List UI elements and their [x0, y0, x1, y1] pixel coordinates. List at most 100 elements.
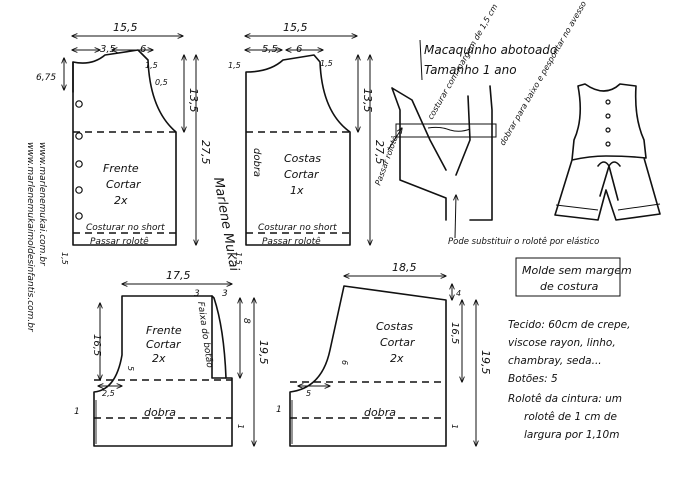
- back-bodice-shoulder-drop: 1,5: [320, 59, 333, 68]
- front-short-crotch-ext: 2,5: [102, 389, 115, 398]
- front-bodice-armhole-offset: 0,5: [155, 78, 168, 87]
- back-bodice-qty: 1x: [290, 184, 304, 197]
- front-bodice-cut: Cortar: [106, 178, 142, 191]
- back-bodice-shoulder-width: 6: [296, 44, 302, 55]
- back-bodice-fold: dobra: [251, 148, 262, 177]
- substitute-pointer: [455, 195, 456, 239]
- back-short-waist-rise: 4: [456, 289, 461, 298]
- sketch-button-3: [605, 127, 611, 133]
- back-short-piece: 18,5 4 16,5 19,5 6 5 1 1 Costas Cortar 2…: [276, 261, 492, 447]
- front-short-name: Frente: [146, 324, 182, 337]
- website-line-2: www.marlenemukaimoldesinfantis.com.br: [25, 142, 35, 333]
- info-waist-line-1: Rolotê da cintura: um: [508, 393, 622, 405]
- front-bodice-shoulder-width: 6: [140, 44, 146, 55]
- front-short-cut: Cortar: [146, 338, 182, 351]
- front-bodice-neck-drop: 6,75: [36, 73, 56, 83]
- front-short-cuff: 8: [241, 318, 251, 324]
- front-button-3: [75, 160, 83, 168]
- back-short-length: 19,5: [479, 350, 492, 375]
- front-button-5: [75, 212, 83, 220]
- front-short-facing-edge: [211, 295, 227, 379]
- back-short-crotch-ext: 5: [306, 389, 311, 398]
- romper-sketch: [554, 83, 661, 221]
- info-block: Molde sem margem de costura Tecido: 60cm…: [508, 257, 632, 441]
- header-title-line-2: Tamanho 1 ano: [424, 63, 517, 77]
- back-bodice-cut: Cortar: [284, 168, 320, 181]
- front-short-rise: 16,5: [91, 334, 102, 356]
- sketch-button-1: [605, 99, 611, 105]
- back-bodice-neck-drop: 1,5: [228, 61, 241, 70]
- front-button-4: [75, 186, 83, 194]
- website-line-1: www.marlenemukai.com.br: [37, 142, 47, 267]
- annotation-substitute: Pode substituir o rolotê por elástico: [448, 236, 599, 247]
- back-bodice-hem-ext: 1,5: [234, 252, 243, 265]
- front-button-2: [75, 132, 83, 140]
- header-sketch-area: Macaquinho abotoado Tamanho 1 ano Passar…: [372, 0, 661, 247]
- info-box-line-1: Molde sem margem: [522, 264, 632, 277]
- front-short-crotch-depth: 5: [126, 366, 135, 371]
- sketch-button-4: [605, 141, 611, 147]
- front-short-qty: 2x: [152, 352, 166, 365]
- back-short-outline: [289, 285, 447, 447]
- website-credits: www.marlenemukai.com.br www.marlenemukai…: [25, 142, 47, 333]
- back-bodice-neck-width: 5,5: [262, 44, 278, 55]
- header-title-line-1: Macaquinho abotoado: [424, 43, 557, 57]
- sketch-hem-cuffs: [555, 203, 661, 211]
- back-short-crotch-depth: 6: [340, 360, 349, 365]
- front-short-hem-ext: 1: [74, 407, 80, 417]
- info-fabric-line-3: chambray, seda...: [508, 355, 602, 367]
- info-box-line-2: de costura: [540, 280, 599, 293]
- front-bodice-note-2: Passar rolotê: [90, 236, 149, 247]
- front-bodice-piece: 15,5 3,5 6 6,75 1,5 0,5 13,5 27,5 1,5 Fr…: [36, 21, 212, 265]
- front-short-piece: 17,5 3 3 16,5 5 2,5 1 1 8 19,5 Faixa do …: [74, 269, 270, 447]
- info-waist-line-3: largura por 1,10m: [524, 429, 619, 441]
- front-short-side-width: 3: [194, 289, 200, 299]
- front-short-hem-ext-2: 1: [236, 424, 245, 429]
- back-short-fold: dobra: [364, 406, 396, 419]
- back-short-hem-ext-2: 1: [450, 424, 459, 429]
- front-bodice-name: Frente: [103, 162, 139, 175]
- front-short-fold: dobra: [144, 406, 176, 419]
- back-bodice-note-1: Costurar no short: [258, 223, 337, 233]
- front-bodice-note-1: Costurar no short: [86, 223, 165, 233]
- front-bodice-outline: [72, 49, 177, 246]
- waistband-strip: [395, 123, 497, 138]
- back-bodice-armhole-depth: 13,5: [361, 88, 374, 113]
- info-fabric-line-2: viscose rayon, linho,: [508, 337, 616, 349]
- back-bodice-name: Costas: [284, 152, 321, 165]
- back-short-cut: Cortar: [380, 336, 416, 349]
- back-bodice-width: 15,5: [283, 21, 308, 34]
- waist-detail-drawing: [391, 85, 493, 221]
- rolote-pointer: [387, 128, 402, 151]
- back-short-qty: 2x: [390, 352, 404, 365]
- front-short-width: 17,5: [166, 269, 191, 282]
- back-short-rise: 16,5: [449, 322, 460, 344]
- info-buttons: Botões: 5: [508, 373, 558, 385]
- back-short-width: 18,5: [392, 261, 417, 274]
- front-bodice-neck-width: 3,5: [100, 44, 116, 55]
- back-short-hem-ext: 1: [276, 405, 282, 415]
- annotation-stitch: costurar com margem de 1,5 cm: [426, 2, 500, 121]
- back-bodice-outline: [245, 54, 351, 246]
- front-button-1: [75, 100, 83, 108]
- front-short-outline: [93, 295, 233, 447]
- back-bodice-length: 27,5: [373, 140, 386, 165]
- sketch-bow: [597, 161, 621, 201]
- header-bracket: [419, 39, 423, 81]
- front-bodice-width: 15,5: [113, 21, 138, 34]
- front-short-facing-width: 3: [222, 289, 228, 299]
- back-bodice-note-2: Passar rolotê: [262, 236, 321, 247]
- sketch-button-2: [605, 113, 611, 119]
- back-short-name: Costas: [376, 320, 413, 333]
- front-bodice-length: 27,5: [199, 140, 212, 165]
- info-fabric-line-1: Tecido: 60cm de crepe,: [508, 319, 630, 331]
- no-seam-allowance-box: [515, 257, 621, 297]
- back-bodice-piece: 15,5 5,5 6 1,5 1,5 dobra 13,5 27,5 1,5 C…: [228, 21, 386, 265]
- front-bodice-hem-ext: 1,5: [60, 252, 69, 265]
- front-short-length: 19,5: [257, 340, 270, 365]
- front-bodice-qty: 2x: [114, 194, 128, 207]
- info-waist-line-2: rolotê de 1 cm de: [524, 411, 617, 423]
- front-bodice-armhole-depth: 13,5: [187, 88, 200, 113]
